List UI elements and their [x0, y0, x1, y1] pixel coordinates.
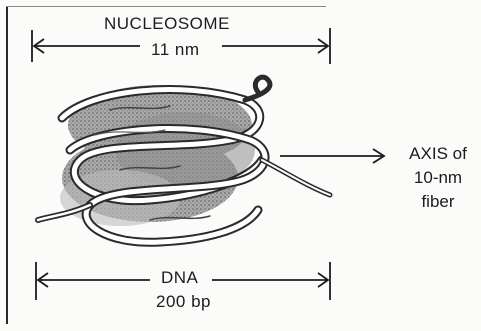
dna-label: DNA	[161, 268, 198, 288]
fiber-axis-label-line-2: 10-nm	[398, 166, 478, 190]
fiber-axis-label-line-1: AXIS of	[398, 142, 478, 166]
nucleosome-size-label: 11 nm	[151, 40, 200, 60]
fiber-axis-label: AXIS of 10-nm fiber	[398, 142, 478, 214]
nucleosome-label: NUCLEOSOME	[104, 14, 230, 34]
dna-length-label: 200 bp	[156, 292, 211, 312]
axis-arrow	[280, 149, 384, 163]
fiber-axis-label-line-3: fiber	[398, 190, 478, 214]
